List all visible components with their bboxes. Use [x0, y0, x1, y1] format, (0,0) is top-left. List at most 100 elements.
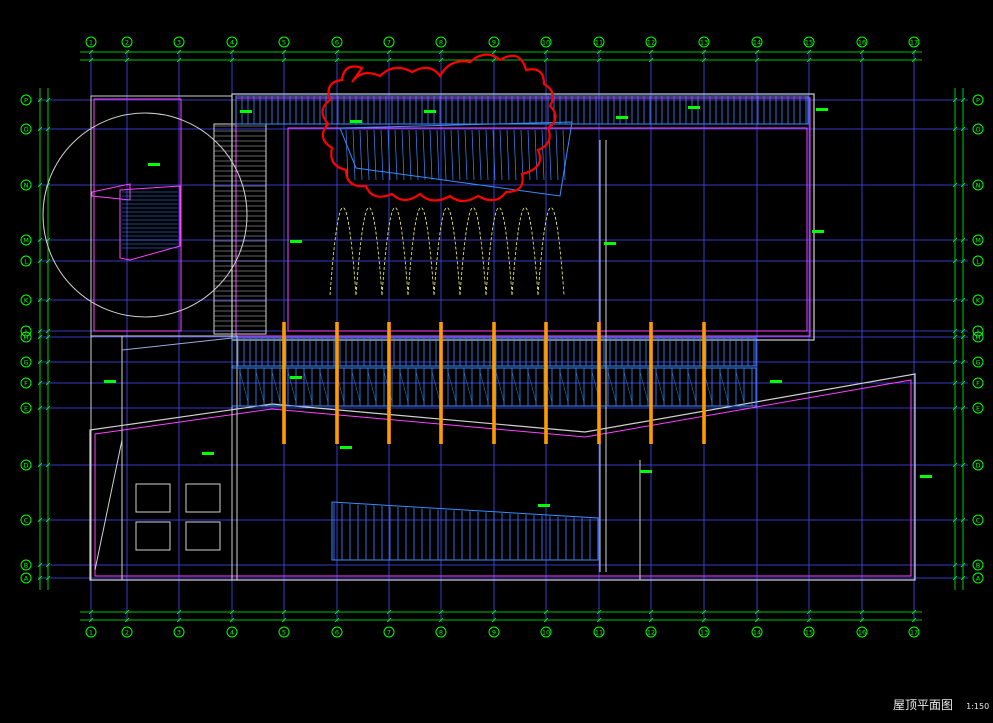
column-bubble	[85, 626, 97, 638]
roof-beam	[282, 322, 286, 444]
dimension-lines	[37, 49, 966, 623]
row-label: H	[24, 334, 29, 342]
row-bubble	[20, 179, 32, 191]
column-bubble	[593, 626, 605, 638]
column-label: 3	[177, 629, 181, 637]
row-label: H	[976, 334, 981, 342]
annotation-tag	[616, 116, 628, 119]
row-bubble	[20, 572, 32, 584]
row-label: C	[24, 517, 29, 525]
column-bubble	[751, 36, 763, 48]
column-label: 1	[89, 629, 93, 637]
column-bubble	[226, 626, 238, 638]
row-label: F	[24, 380, 28, 388]
row-label: O	[975, 126, 980, 134]
row-bubble	[20, 255, 32, 267]
roof-beam	[544, 322, 548, 444]
column-bubble	[278, 36, 290, 48]
row-bubble	[972, 572, 984, 584]
annotation-tag	[290, 240, 302, 243]
column-bubble	[908, 36, 920, 48]
row-bubble	[972, 123, 984, 135]
row-label: L	[976, 258, 980, 266]
annotation-tag	[770, 380, 782, 383]
column-label: 16	[858, 39, 866, 47]
row-bubble	[20, 459, 32, 471]
row-bubble	[20, 294, 32, 306]
annotation-tag	[640, 470, 652, 473]
drawing-scale: 1:150	[966, 702, 990, 711]
row-bubble	[972, 294, 984, 306]
row-bubble	[972, 234, 984, 246]
column-bubble	[383, 626, 395, 638]
column-bubble	[540, 36, 552, 48]
column-label: 4	[230, 39, 234, 47]
row-label: C	[976, 517, 981, 525]
row-bubble	[20, 123, 32, 135]
roof-beam	[702, 322, 706, 444]
column-bubble	[435, 626, 447, 638]
column-bubble	[85, 36, 97, 48]
roof-beam	[597, 322, 601, 444]
row-label: G	[975, 359, 980, 367]
column-bubble	[488, 36, 500, 48]
row-label: D	[975, 462, 980, 470]
drawing-title: 屋顶平面图	[893, 698, 954, 712]
row-bubble	[972, 559, 984, 571]
column-bubble	[593, 36, 605, 48]
row-bubble	[972, 356, 984, 368]
row-bubble	[972, 331, 984, 343]
column-label: 17	[910, 39, 918, 47]
column-label: 4	[230, 629, 234, 637]
row-bubble	[972, 377, 984, 389]
drawing-title-block: 屋顶平面图 1:150	[893, 694, 989, 713]
row-label: J	[976, 328, 979, 336]
column-bubble	[698, 626, 710, 638]
column-bubble	[645, 626, 657, 638]
column-bubble	[173, 626, 185, 638]
annotation-tag	[538, 504, 550, 507]
column-label: 11	[595, 39, 603, 47]
column-label: 2	[125, 629, 129, 637]
row-bubble	[972, 459, 984, 471]
annotation-tag	[816, 108, 828, 111]
annotation-tag	[290, 376, 302, 379]
column-label: 6	[335, 39, 339, 47]
row-label: O	[23, 126, 28, 134]
row-label: A	[24, 575, 29, 583]
column-bubble	[331, 36, 343, 48]
column-bubble	[121, 626, 133, 638]
row-label: F	[976, 380, 980, 388]
column-bubble	[278, 626, 290, 638]
column-bubble	[803, 36, 815, 48]
column-bubble	[540, 626, 552, 638]
roof-beam	[492, 322, 496, 444]
column-bubble	[226, 36, 238, 48]
annotation-tag	[104, 380, 116, 383]
column-bubble	[698, 36, 710, 48]
column-bubble	[173, 36, 185, 48]
row-bubble	[20, 559, 32, 571]
column-bubble	[435, 36, 447, 48]
column-label: 5	[282, 629, 286, 637]
row-label: E	[24, 405, 28, 413]
column-label: 13	[700, 39, 708, 47]
row-label: K	[24, 297, 29, 305]
row-bubble	[20, 377, 32, 389]
row-label: K	[976, 297, 981, 305]
row-bubble	[972, 255, 984, 267]
row-label: A	[976, 575, 981, 583]
column-label: 5	[282, 39, 286, 47]
row-bubble	[20, 94, 32, 106]
column-label: 15	[805, 629, 813, 637]
column-label: 9	[492, 39, 496, 47]
column-label: 8	[439, 39, 443, 47]
row-label: J	[24, 328, 27, 336]
row-bubble	[20, 325, 32, 337]
row-bubble	[20, 402, 32, 414]
row-bubble	[972, 514, 984, 526]
annotation-tag	[148, 163, 160, 166]
column-label: 14	[753, 39, 761, 47]
roof-beam	[335, 322, 339, 444]
